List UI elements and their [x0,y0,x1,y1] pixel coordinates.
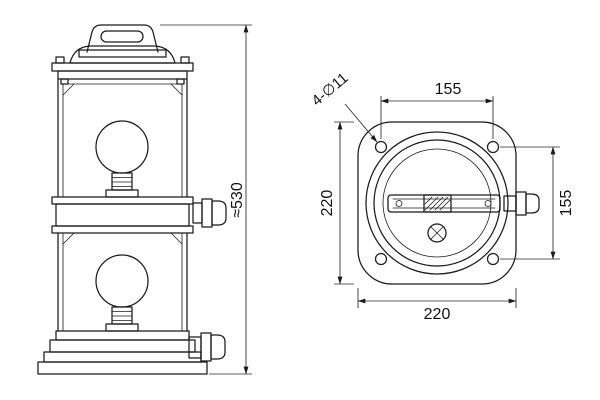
cable-gland-middle [192,198,227,228]
dim-label-bottom-overall: 220 [424,306,451,323]
dim-label-left-overall: 220 [319,190,336,217]
screw-cross-detail [427,223,447,243]
dim-label-side-spacing: 155 [558,190,575,217]
upper-bulb [95,120,149,198]
lower-bulb [95,254,149,332]
dim-label-top-spacing: 155 [435,81,462,98]
dim-label-hole-callout: 4-∅11 [309,70,352,110]
cable-gland-plan [503,191,540,216]
cable-gland-base [188,332,226,362]
height-dimension: ≈530 [160,24,252,375]
dim-label-height: ≈530 [229,182,246,218]
plan-dimensions: 4-∅11 155 220 155 220 [309,70,575,323]
front-view [37,24,227,375]
handle-top-view [387,194,501,213]
upper-glass-housing [57,78,188,198]
outer-rim [365,131,509,275]
base-pedestal [37,330,208,375]
middle-band [51,196,194,234]
dome-cap [69,45,176,64]
carry-handle [78,24,167,58]
plan-view [357,121,540,285]
mounting-holes [374,140,500,266]
lower-glass-housing [57,232,188,332]
top-flange [51,56,194,85]
